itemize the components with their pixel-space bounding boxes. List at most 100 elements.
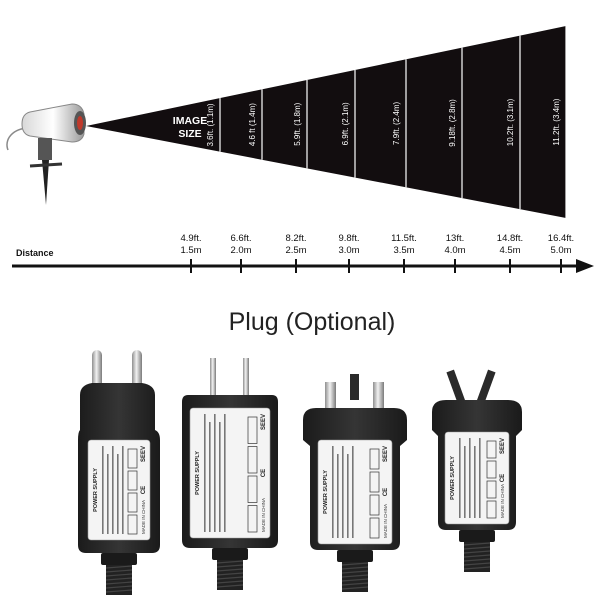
rating-label-cert-icon [127, 492, 138, 513]
cable-connector-thread-ridge [341, 582, 369, 586]
cable-connector-thread-ridge [105, 569, 133, 573]
plug-pin [325, 382, 336, 414]
rating-label-background [317, 439, 393, 545]
image-size-value: 4.6 ft (1.4m) [248, 103, 257, 146]
distance-tick-ft: 16.4ft. [548, 233, 574, 244]
distance-tick-ft: 4.9ft. [180, 233, 201, 244]
image-size-value: 10.2ft. (3.1m) [506, 98, 515, 146]
rating-label-cert-icon [486, 480, 497, 499]
cable-connector-thread-ridge [341, 566, 369, 570]
cable-connector-thread-ridge [463, 558, 491, 562]
plug-pin [243, 358, 249, 398]
distance-tick-m: 3.0m [338, 245, 359, 256]
cable-connector-thread-ridge [341, 562, 369, 566]
plug-earth-pin [350, 374, 359, 400]
cable-connector-thread-ridge [105, 589, 133, 593]
eu-plug-adapter: POWER SUPPLY MADE IN CHINA SEEV CE [78, 350, 160, 595]
rating-label-cert-icon [247, 446, 258, 474]
cable-connector-thread-ridge [216, 584, 244, 588]
image-size-value: 3.6ft. (1.1m) [206, 103, 215, 146]
cable-connector-thread-ridge [216, 576, 244, 580]
rating-label-spec-line [342, 446, 344, 538]
plug-section-title: Plug (Optional) [229, 308, 396, 336]
rating-label-cert-icon [247, 505, 258, 533]
distance-tick-m: 4.5m [499, 245, 520, 256]
cable-connector-thread-ridge [341, 586, 369, 590]
distance-ticks: 4.9ft.1.5m6.6ft.2.0m8.2ft.2.5m9.8ft.3.0m… [180, 233, 574, 273]
rating-label-cert-icon [486, 500, 497, 519]
rating-label-made-in: MADE IN CHINA [500, 484, 505, 518]
cable-connector-thread-ridge [105, 565, 133, 569]
cable-connector-thread-ridge [463, 546, 491, 550]
rating-label-ce-mark: CE [500, 474, 506, 482]
image-size-sections: 3.6ft. (1.1m)4.6 ft (1.4m)5.9ft. (1.8m)6… [206, 26, 567, 218]
rating-label-ce-mark: CE [383, 488, 389, 496]
rating-label-spec-line [204, 414, 206, 532]
cable-connector-thread-ridge [463, 562, 491, 566]
distance-tick-ft: 11.5ft. [391, 233, 417, 244]
projector-illustration [6, 103, 86, 205]
rating-label-cert-icon [127, 470, 138, 491]
rating-label-spec-line [117, 454, 119, 534]
projector-stake-crossbar [29, 162, 63, 168]
distance-tick-ft: 14.8ft. [497, 233, 523, 244]
cable-connector-collar [337, 550, 373, 562]
rating-label-spec-line [464, 446, 466, 518]
plug-pin [476, 369, 496, 405]
distance-tick-m: 5.0m [550, 245, 571, 256]
rating-label-ce-mark: CE [141, 486, 147, 494]
cable-connector-thread-ridge [341, 570, 369, 574]
rating-label-title: POWER SUPPLY [450, 456, 456, 500]
rating-label-spec-line [102, 446, 104, 534]
rating-label-brand: SEEV [141, 446, 147, 462]
rating-label-cert-icon [127, 514, 138, 535]
image-size-value: 6.9ft. (2.1m) [341, 102, 350, 145]
cable-connector-thread-ridge [105, 581, 133, 585]
rating-label-spec-line [469, 438, 471, 518]
rating-label-spec-line [209, 422, 211, 532]
image-size-value: 11.2ft. (3.4m) [552, 98, 561, 145]
rating-label-cert-icon [247, 416, 258, 444]
rating-label-cert-icon [486, 460, 497, 479]
cable-connector-thread-ridge [216, 580, 244, 584]
rating-label-spec-line [332, 446, 334, 538]
distance-tick-m: 1.5m [180, 245, 201, 256]
rating-label-made-in: MADE IN CHINA [261, 498, 266, 532]
rating-label-brand: SEEV [383, 446, 389, 462]
rating-label-title: POWER SUPPLY [93, 468, 99, 512]
rating-label-spec-line [107, 454, 109, 534]
cable-connector-thread-ridge [463, 542, 491, 546]
distance-label: Distance [16, 248, 54, 258]
rating-label-ce-mark: CE [261, 469, 267, 477]
rating-label-title: POWER SUPPLY [195, 451, 201, 495]
rating-label-cert-icon [369, 517, 380, 539]
rating-label-background [189, 407, 271, 539]
distance-tick-ft: 9.8ft. [338, 233, 359, 244]
projector-stake [42, 160, 49, 205]
image-size-label-line1: IMAGE [173, 115, 207, 127]
distance-tick-m: 3.5m [393, 245, 414, 256]
projector-mount [38, 138, 52, 160]
rating-label-title: POWER SUPPLY [323, 470, 329, 514]
distance-tick-m: 2.0m [230, 245, 251, 256]
distance-axis: Distance 4.9ft.1.5m6.6ft.2.0m8.2ft.2.5m9… [12, 233, 594, 273]
plug-pin [446, 369, 466, 405]
rating-label-spec-line [224, 414, 226, 532]
rating-label-spec-line [219, 422, 221, 532]
rating-label-cert-icon [369, 471, 380, 493]
distance-tick-m: 4.0m [444, 245, 465, 256]
rating-label-made-in: MADE IN CHINA [383, 504, 388, 538]
cable-connector-thread-ridge [216, 568, 244, 572]
cable-connector-thread-ridge [105, 577, 133, 581]
cable-connector-thread-ridge [216, 572, 244, 576]
cable-connector-collar [101, 553, 137, 565]
rating-label-made-in: MADE IN CHINA [141, 500, 146, 534]
distance-axis-arrow [576, 259, 594, 273]
cable-connector-thread-ridge [341, 578, 369, 582]
rating-label-spec-line [347, 454, 349, 538]
